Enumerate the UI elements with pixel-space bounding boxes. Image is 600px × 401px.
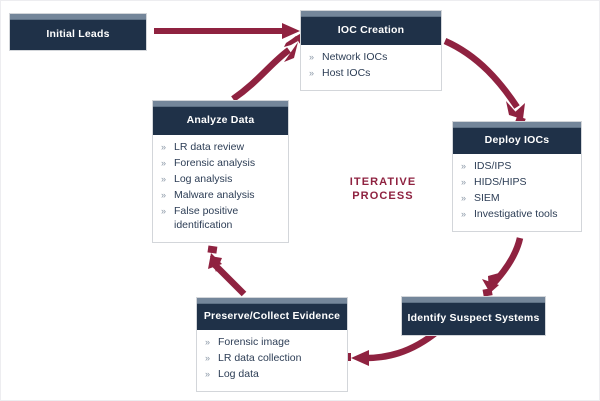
node-cap [153,101,288,107]
bullet-icon: » [205,337,211,347]
connector-deploy-to-identify [482,237,524,297]
node-list-preserve-collect-evidence: » Forensic image » LR data collection » … [205,336,339,382]
bullet-icon: » [161,190,167,200]
node-cap [301,11,441,17]
list-item-label: LR data collection [218,352,302,364]
list-item: » Forensic image [205,336,339,350]
node-list-analyze-data: » LR data review » Forensic analysis » L… [161,141,280,232]
node-ioc-creation[interactable]: IOC Creation » Network IOCs » Host IOCs [300,10,442,91]
node-analyze-data[interactable]: Analyze Data » LR data review » Forensic… [152,100,289,243]
list-item: » LR data collection [205,352,339,366]
list-item-label: SIEM [474,192,500,204]
list-item: » Host IOCs [309,67,433,81]
node-preserve-collect-evidence[interactable]: Preserve/Collect Evidence » Forensic ima… [196,297,348,392]
bullet-icon: » [161,174,167,184]
center-label-line2: PROCESS [352,190,414,202]
list-item-label: Host IOCs [322,67,371,79]
node-title-preserve-collect-evidence: Preserve/Collect Evidence [197,304,347,330]
bullet-icon: » [205,369,211,379]
list-item-label: Network IOCs [322,51,388,63]
center-label-line1: ITERATIVE [349,176,417,188]
list-item: » Investigative tools [461,208,573,222]
list-item-label: Log data [218,368,259,380]
bullet-icon: » [161,158,167,168]
node-body-ioc-creation: » Network IOCs » Host IOCs [301,45,441,90]
connector-identify-to-preserve [342,328,441,366]
list-item: » Forensic analysis [161,157,280,171]
bullet-icon: » [309,52,315,62]
list-item-label: False positive identification [174,205,239,231]
bullet-icon: » [161,142,167,152]
connector-preserve-to-analyze [207,245,247,297]
bullet-icon: » [461,193,467,203]
list-item-label: LR data review [174,141,245,153]
node-identify-suspect-systems[interactable]: Identify Suspect Systems [401,296,546,336]
bullet-icon: » [461,161,467,171]
bullet-icon: » [205,353,211,363]
node-body-deploy-iocs: » IDS/IPS » HIDS/HIPS » SIEM » Investiga… [453,154,581,231]
list-item: » SIEM [461,192,573,206]
bullet-icon: » [309,68,315,78]
list-item-label: HIDS/HIPS [474,176,527,188]
node-list-deploy-iocs: » IDS/IPS » HIDS/HIPS » SIEM » Investiga… [461,160,573,222]
node-title-ioc-creation: IOC Creation [301,17,441,45]
connector-initial-to-ioc [154,23,300,39]
list-item-label: Investigative tools [474,208,558,220]
node-list-ioc-creation: » Network IOCs » Host IOCs [309,51,433,81]
node-title-initial-leads: Initial Leads [10,20,146,50]
list-item: » Malware analysis [161,189,280,203]
list-item-label: Malware analysis [174,189,255,201]
list-item: » Network IOCs [309,51,433,65]
node-body-preserve-collect-evidence: » Forensic image » LR data collection » … [197,330,347,391]
list-item: » Log analysis [161,173,280,187]
list-item: » IDS/IPS [461,160,573,174]
connector-ioc-to-deploy [443,38,526,126]
node-cap [402,297,545,303]
connector-analyze-to-ioc [231,32,308,102]
node-title-analyze-data: Analyze Data [153,107,288,135]
node-title-identify-suspect-systems: Identify Suspect Systems [402,303,545,335]
node-body-analyze-data: » LR data review » Forensic analysis » L… [153,135,288,242]
list-item-label: Forensic analysis [174,157,256,169]
node-initial-leads[interactable]: Initial Leads [9,13,147,51]
list-item: » LR data review [161,141,280,155]
list-item: » False positive identification [161,205,280,232]
list-item-label: Forensic image [218,336,290,348]
list-item-label: IDS/IPS [474,160,512,172]
bullet-icon: » [461,177,467,187]
node-deploy-iocs[interactable]: Deploy IOCs » IDS/IPS » HIDS/HIPS » SIEM… [452,121,582,232]
list-item: » HIDS/HIPS [461,176,573,190]
node-title-deploy-iocs: Deploy IOCs [453,128,581,154]
list-item-label: Log analysis [174,173,233,185]
node-cap [197,298,347,304]
list-item: » Log data [205,368,339,382]
node-cap [453,122,581,128]
center-label: ITERATIVE PROCESS [328,175,438,203]
bullet-icon: » [461,209,467,219]
node-cap [10,14,146,20]
bullet-icon: » [161,206,167,216]
